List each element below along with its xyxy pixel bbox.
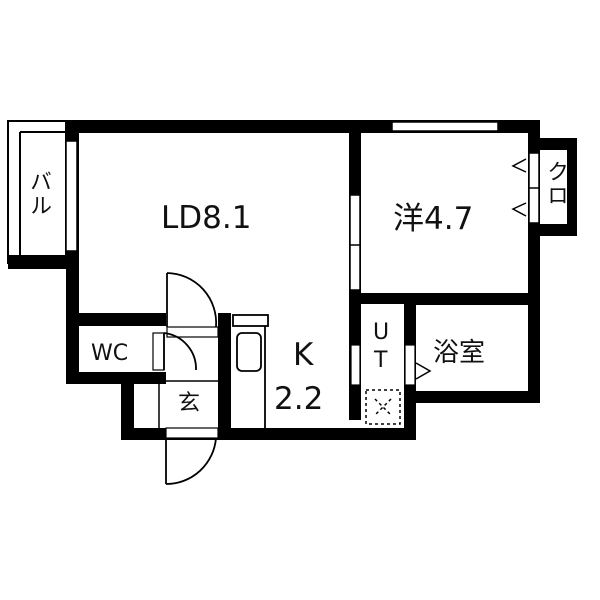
room-label-utility-u: U <box>373 320 390 345</box>
room-label-utility-t: T <box>374 348 388 373</box>
room-label-kitchen-size: 2.2 <box>274 381 324 417</box>
room-label-wc: WC <box>91 341 129 366</box>
door-swing-ld <box>166 272 218 328</box>
room-label-bath: 浴室 <box>433 338 486 368</box>
room-label-ld: LD8.1 <box>161 200 252 236</box>
door-swing-wc <box>163 332 197 371</box>
room-label-kitchen-k: K <box>293 337 314 373</box>
room-label-balcony: バル <box>26 170 51 218</box>
ld-door-sill <box>166 326 219 338</box>
washer-space <box>365 389 401 425</box>
room-label-western: 洋4.7 <box>393 201 474 237</box>
kitchen-counter <box>232 314 269 428</box>
bath-door-mark <box>415 362 432 380</box>
entrance-lines <box>134 380 218 428</box>
door-swing-front <box>165 437 217 485</box>
closet-door-marks <box>511 158 527 217</box>
room-label-closet: クロ <box>543 160 568 208</box>
room-label-entrance: 玄 <box>178 391 201 416</box>
front-door-sill <box>165 427 219 439</box>
